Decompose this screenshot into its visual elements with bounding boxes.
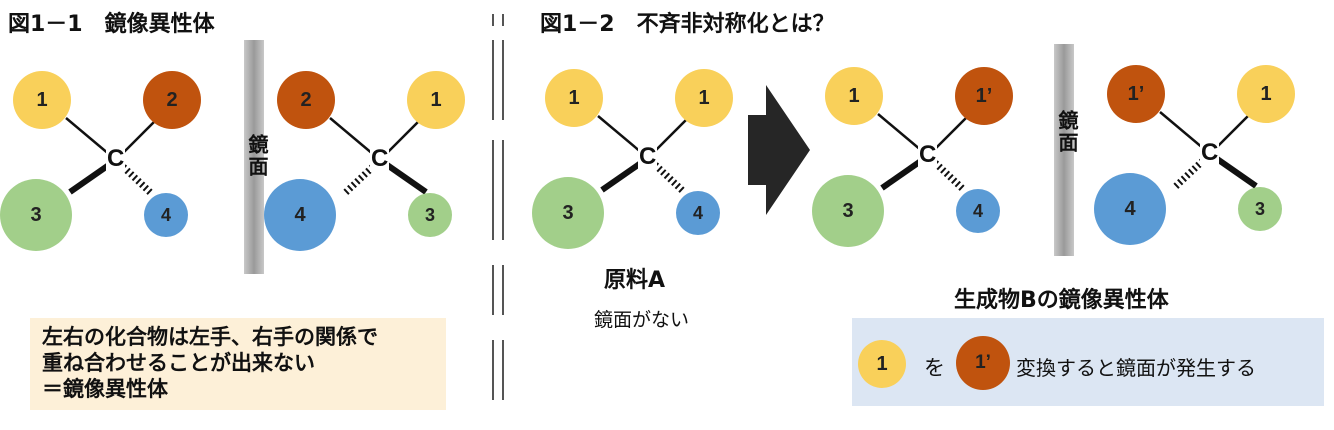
figure-1-2-title: 図1－2 不斉非対称化とは？ xyxy=(540,12,835,37)
product-b-right-substituent: 1 xyxy=(1237,65,1295,123)
enantiomer-left-substituent: 4 xyxy=(144,193,188,237)
mirror-plane-2 xyxy=(1054,44,1074,256)
reaction-arrow-icon xyxy=(748,85,810,215)
enantiomer-right-carbon: C xyxy=(370,145,390,172)
product-b-right-substituent: 4 xyxy=(1094,173,1166,245)
product-b-right-substituent: 1’ xyxy=(1107,65,1165,123)
product-b-left-substituent: 3 xyxy=(812,175,884,247)
material-a-substituent: 4 xyxy=(676,191,720,235)
legend-substituent-1-prime: 1’ xyxy=(956,336,1010,390)
divider-segment xyxy=(492,340,504,400)
enantiomer-left-substituent: 1 xyxy=(13,71,71,129)
note-line: ＝鏡像異性体 xyxy=(42,377,168,401)
product-b-left-carbon: C xyxy=(918,141,938,168)
legend-text: 変換すると鏡面が発生する xyxy=(1016,356,1256,380)
divider-segment xyxy=(492,140,504,240)
enantiomer-right-substituent: 3 xyxy=(408,193,452,237)
product-b-right-substituent: 3 xyxy=(1238,187,1282,231)
enantiomer-right-substituent: 2 xyxy=(277,71,335,129)
product-b-left-substituent: 1 xyxy=(825,67,883,125)
enantiomer-left-carbon: C xyxy=(106,145,126,172)
material-a-substituent: 3 xyxy=(532,177,604,249)
material-a-label: 原料A xyxy=(604,268,666,293)
divider-segment xyxy=(492,14,504,26)
no-mirror-label: 鏡面がない xyxy=(594,309,690,331)
product-b-label: 生成物Bの鏡像異性体 xyxy=(954,288,1169,313)
material-a-substituent: 1 xyxy=(545,69,603,127)
divider-segment xyxy=(492,40,504,120)
note-line: 左右の化合物は左手、右手の関係で xyxy=(42,325,378,349)
transformation-legend xyxy=(852,318,1324,406)
enantiomer-right-substituent: 4 xyxy=(264,179,336,251)
mirror-label-2: 鏡面 xyxy=(1055,110,1079,154)
product-b-left-substituent: 1’ xyxy=(955,67,1013,125)
material-a-carbon: C xyxy=(638,143,658,170)
mirror-label-1: 鏡面 xyxy=(245,134,269,178)
product-b-left-substituent: 4 xyxy=(956,189,1000,233)
legend-particle: を xyxy=(924,356,945,380)
enantiomer-note: 左右の化合物は左手、右手の関係で 重ね合わせることが出来ない ＝鏡像異性体 xyxy=(30,318,446,410)
product-b-right-carbon: C xyxy=(1200,139,1220,166)
enantiomer-left-substituent: 2 xyxy=(143,71,201,129)
mirror-plane-1 xyxy=(244,40,264,274)
enantiomer-left-substituent: 3 xyxy=(0,179,72,251)
figure-1-1-title: 図1－1 鏡像異性体 xyxy=(8,12,215,37)
legend-substituent-1: 1 xyxy=(858,340,906,388)
enantiomer-right-substituent: 1 xyxy=(407,71,465,129)
note-line: 重ね合わせることが出来ない xyxy=(42,351,315,375)
material-a-substituent: 1 xyxy=(675,69,733,127)
divider-segment xyxy=(492,265,504,315)
